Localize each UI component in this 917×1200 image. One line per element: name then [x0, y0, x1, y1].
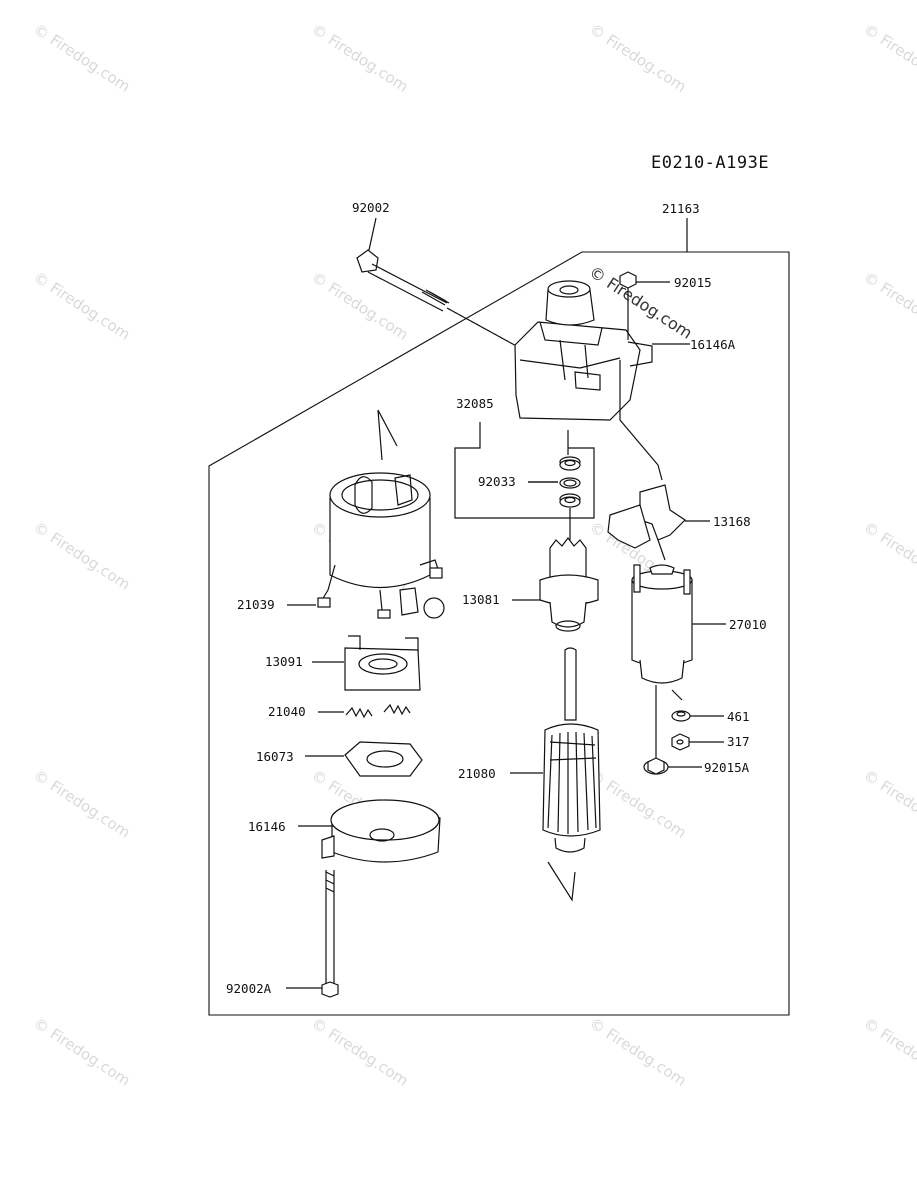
assembly-border — [208, 251, 790, 1016]
bolt-92002A — [286, 870, 339, 998]
diagram-code: E0210-A193E — [651, 153, 770, 173]
pinion-13081 — [512, 537, 599, 632]
part-label: 21080 — [458, 766, 496, 781]
nut-92015A — [643, 757, 702, 775]
part-label: 92015 — [674, 275, 712, 290]
springs-21040 — [318, 703, 411, 719]
solenoid-27010 — [631, 564, 726, 760]
part-label: 16146 — [248, 819, 286, 834]
part-label: 21163 — [662, 201, 700, 216]
part-label: 317 — [727, 734, 750, 749]
armature-21080 — [510, 647, 601, 902]
part-label: 461 — [727, 709, 750, 724]
bolt-92002 — [356, 217, 521, 349]
drive-housing — [514, 280, 663, 481]
brush-holder-13091 — [312, 635, 421, 691]
part-label: 32085 — [456, 396, 494, 411]
part-label: 13081 — [462, 592, 500, 607]
washers — [559, 456, 581, 508]
nut-92015 — [619, 271, 670, 340]
nut-461 — [671, 710, 724, 722]
part-label: 92015A — [704, 760, 750, 775]
yoke-21039 — [287, 409, 445, 619]
end-cover-16146 — [298, 799, 441, 863]
part-label: 21040 — [268, 704, 306, 719]
nut-317 — [671, 733, 724, 751]
part-label: 16146A — [690, 337, 736, 352]
part-label: 13091 — [265, 654, 303, 669]
part-label: 16073 — [256, 749, 294, 764]
part-label: 92002A — [226, 981, 272, 996]
plate-16073 — [305, 741, 423, 777]
part-label: 27010 — [729, 617, 767, 632]
part-label: 92002 — [352, 200, 390, 215]
part-label: 13168 — [713, 514, 751, 529]
part-label: 21039 — [237, 597, 275, 612]
part-label: 92033 — [478, 474, 516, 489]
lever-13168 — [607, 484, 710, 561]
